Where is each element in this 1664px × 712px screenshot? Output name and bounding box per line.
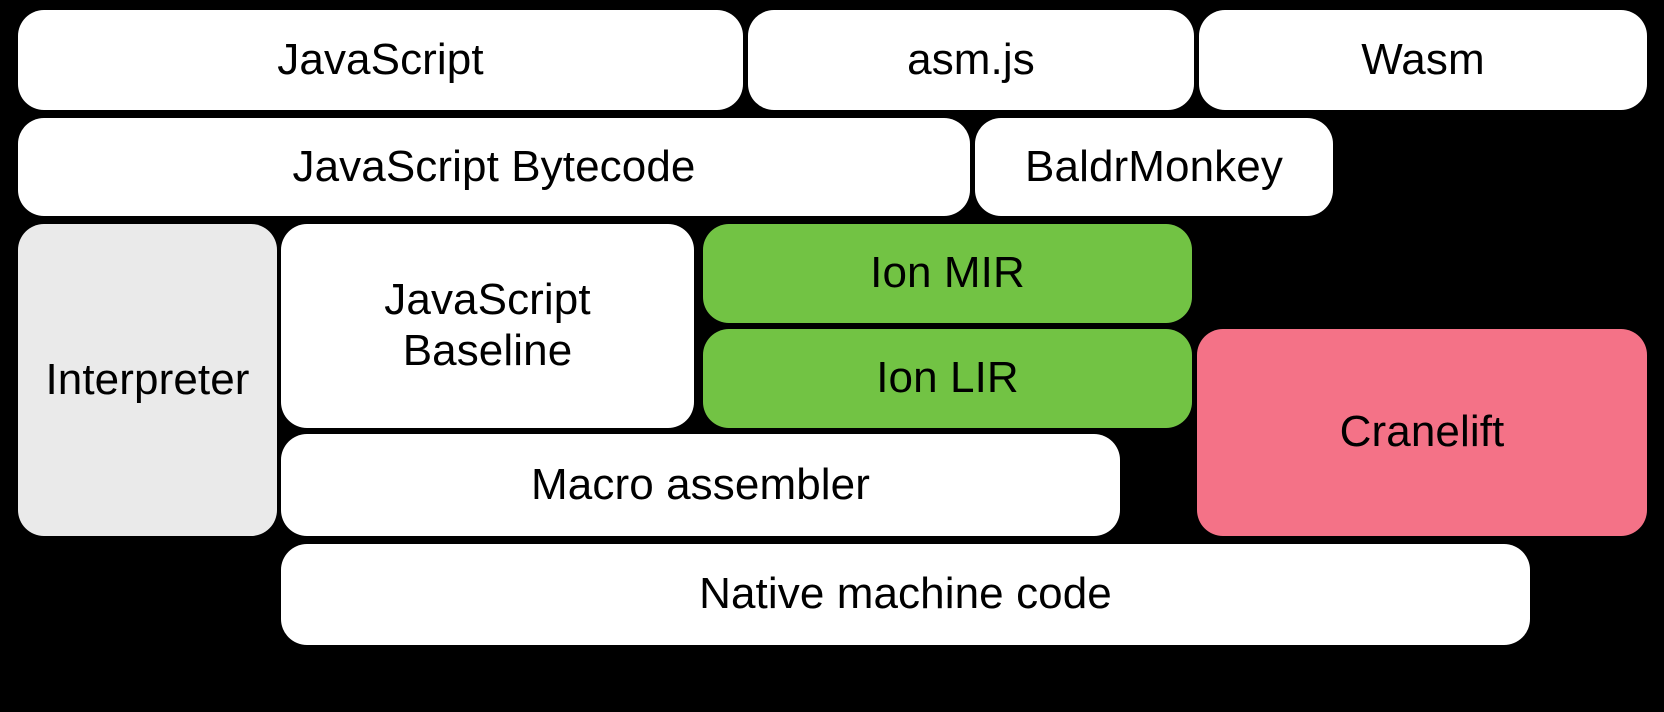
- node-asm-js: asm.js: [748, 10, 1194, 110]
- node-cranelift: Cranelift: [1197, 329, 1647, 536]
- node-javascript-bytecode: JavaScript Bytecode: [18, 118, 970, 216]
- node-baldrmonkey: BaldrMonkey: [975, 118, 1333, 216]
- node-javascript: JavaScript: [18, 10, 743, 110]
- node-native-machine-code: Native machine code: [281, 544, 1530, 645]
- node-interpreter: Interpreter: [18, 224, 277, 536]
- node-javascript-baseline: JavaScript Baseline: [281, 224, 694, 428]
- node-macro-assembler: Macro assembler: [281, 434, 1120, 536]
- node-ion-lir: Ion LIR: [703, 329, 1192, 428]
- node-wasm: Wasm: [1199, 10, 1647, 110]
- node-ion-mir: Ion MIR: [703, 224, 1192, 323]
